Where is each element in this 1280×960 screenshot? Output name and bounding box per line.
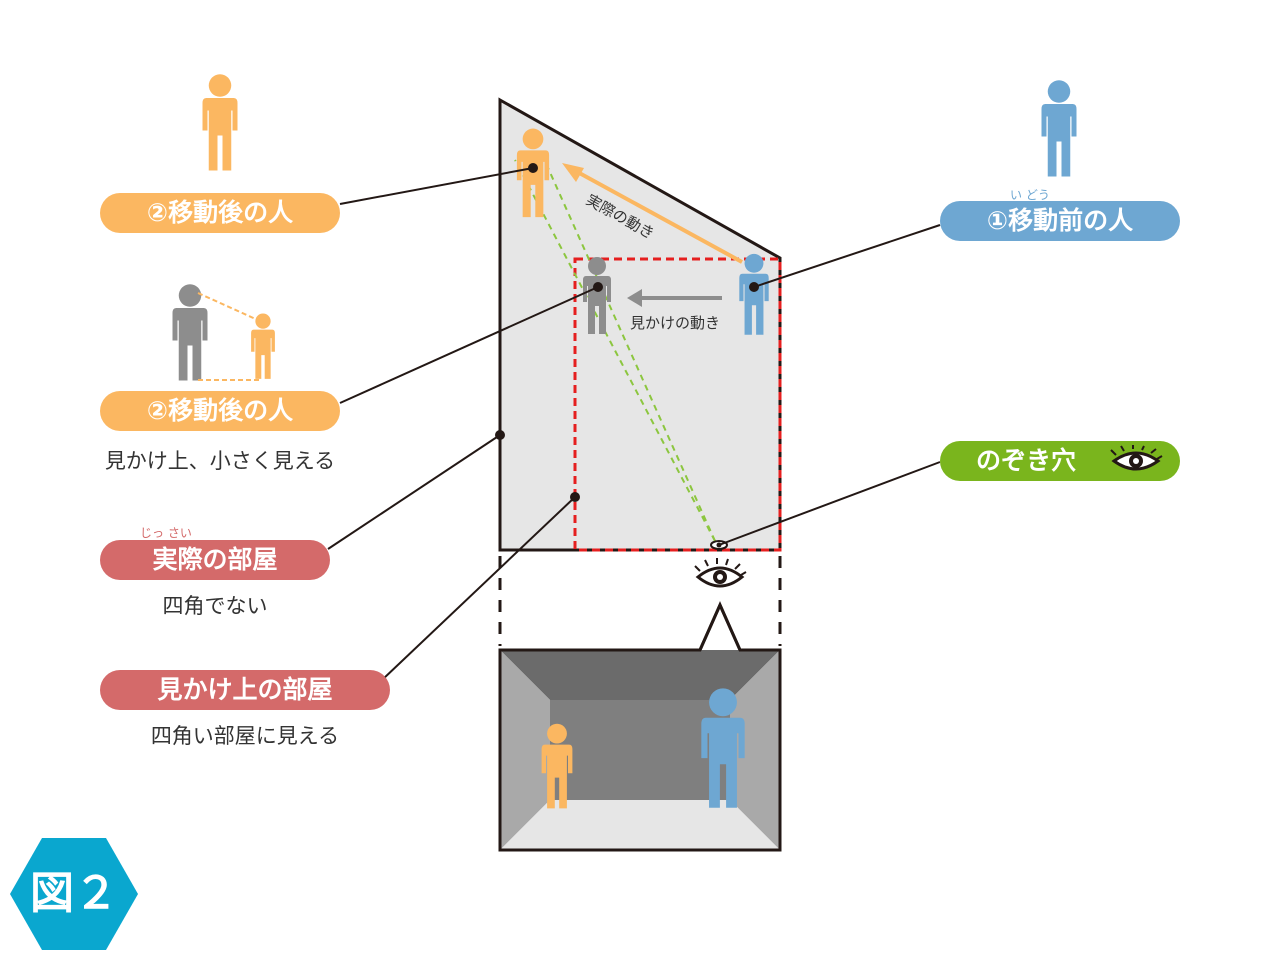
sight-line xyxy=(514,159,716,542)
before-person-ruby: い どう xyxy=(1010,188,1050,202)
before-person-label: ①移動前の人 xyxy=(940,201,1180,241)
actual-motion-arrowhead xyxy=(562,163,584,182)
peephole-label-text: のぞき穴 xyxy=(976,446,1077,475)
person-before-icon xyxy=(1041,80,1077,177)
figure-badge-shape xyxy=(10,838,138,950)
person-after-icon xyxy=(202,74,238,171)
apparent-room-label: 見かけ上の部屋 xyxy=(100,670,390,710)
actual-motion-arrow xyxy=(571,167,743,264)
apparent-room-outline xyxy=(573,257,782,552)
size-comparison-icon xyxy=(172,284,275,381)
figure-badge: 図２ xyxy=(30,868,118,919)
apparent-room-view xyxy=(498,601,782,852)
after-person-label: ②移動後の人 xyxy=(100,193,340,233)
apparent-motion-label: 見かけの動き xyxy=(630,314,720,332)
real-room-label: 実際の部屋 xyxy=(100,540,330,580)
after-person-small-label: ②移動後の人 xyxy=(100,391,340,431)
apparent-room-note: 四角い部屋に見える xyxy=(150,724,340,748)
eye-icon xyxy=(694,558,747,588)
peephole-label: のぞき穴 xyxy=(940,441,1180,481)
real-room-note: 四角でない xyxy=(162,594,268,618)
after-person-small-note: 見かけ上、小さく見える xyxy=(104,449,336,473)
sight-line xyxy=(539,149,716,542)
real-room-ruby: じっ さい xyxy=(140,526,192,540)
apparent-motion-arrowhead xyxy=(627,289,642,307)
eye-icon xyxy=(1110,445,1163,471)
